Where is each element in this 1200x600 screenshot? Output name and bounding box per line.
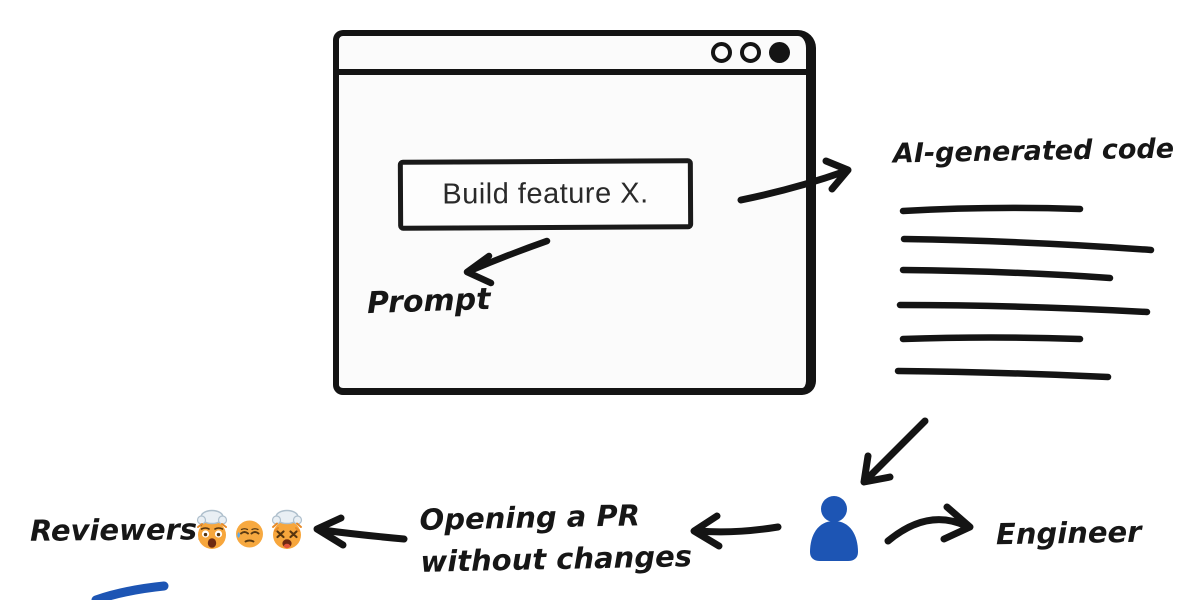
reviewer-emoji-row: [194, 508, 305, 552]
downcast-sweat-emoji: [236, 520, 263, 548]
reviewers-caption: Reviewers:: [29, 512, 209, 548]
prompt-input-box: Build feature X.: [397, 158, 694, 231]
pr-note-line1: Opening a PR: [419, 498, 641, 537]
arrow-person-to-engineer-label: [884, 503, 974, 545]
arrow-ai-code-to-engineer: [860, 417, 929, 486]
engineer-caption: Engineer: [995, 514, 1142, 552]
pr-note-caption: Opening a PR without changes: [419, 493, 692, 583]
prompt-caption: Prompt: [366, 281, 492, 322]
code-sketch-lines: [894, 204, 1155, 381]
window-dot-icon: [740, 42, 761, 63]
window-dot-icon: [711, 42, 732, 63]
arrow-engineer-to-pr: [690, 512, 782, 550]
window-titlebar: [339, 36, 806, 75]
exploding-head-emoji: [196, 509, 228, 549]
exploding-head-emoji: [271, 509, 303, 549]
pr-note-line2: without changes: [420, 539, 693, 579]
prompt-input-text: Build feature X.: [442, 177, 649, 211]
engineer-person-icon: [810, 496, 858, 561]
ai-generated-code-caption: AI-generated code: [892, 133, 1175, 170]
arrow-pr-to-reviewers: [313, 514, 408, 549]
window-dot-icon: [769, 42, 790, 63]
blue-stray-stroke: [91, 581, 169, 600]
